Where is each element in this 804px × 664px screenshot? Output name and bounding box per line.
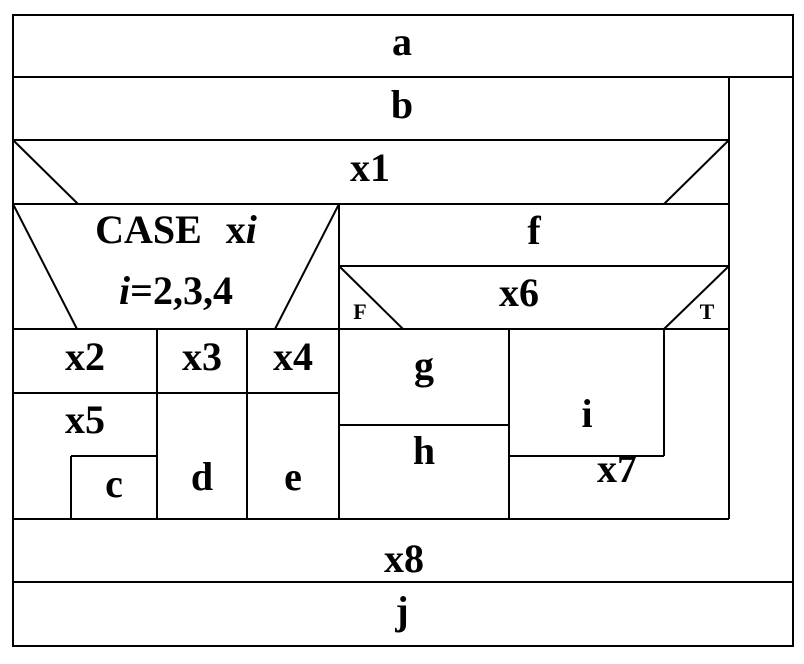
- case-x4-label: x4: [273, 334, 313, 379]
- block-j-label: j: [394, 588, 408, 633]
- case-var-index: i: [246, 207, 257, 252]
- branch-true-label: T: [700, 299, 715, 324]
- x6-diag-right: [663, 265, 730, 330]
- case-line-2: i=2,3,4: [119, 268, 233, 313]
- loop-x8-label: x8: [384, 536, 424, 581]
- case-line-1: CASE xi: [95, 207, 257, 252]
- block-e-label: e: [284, 454, 302, 499]
- block-g-label: g: [414, 343, 434, 388]
- x6-diag-left: [338, 265, 404, 330]
- decision-x6-label: x6: [499, 270, 539, 315]
- case-diag-right: [274, 203, 340, 330]
- x1-diag-left: [12, 139, 79, 205]
- outer-frame: [12, 14, 794, 647]
- case-word: CASE: [95, 207, 202, 252]
- x1-diag-right: [663, 139, 730, 205]
- block-a-label: a: [392, 19, 412, 64]
- decision-x1-label: x1: [350, 145, 390, 190]
- block-d-label: d: [191, 454, 213, 499]
- case-x3-label: x3: [182, 334, 222, 379]
- block-c-label: c: [105, 461, 123, 506]
- branch-false-label: F: [353, 299, 366, 324]
- block-h-label: h: [413, 428, 435, 473]
- loop-x5-label: x5: [65, 397, 105, 442]
- case-index: i: [119, 268, 130, 313]
- case-x2-label: x2: [65, 334, 105, 379]
- block-f-label: f: [527, 208, 541, 253]
- block-i-label: i: [581, 391, 592, 436]
- loop-x7-label: x7: [597, 446, 637, 491]
- case-diag-left: [12, 203, 78, 330]
- case-values: =2,3,4: [130, 268, 233, 313]
- block-b-label: b: [391, 82, 413, 127]
- case-var: x: [226, 207, 246, 252]
